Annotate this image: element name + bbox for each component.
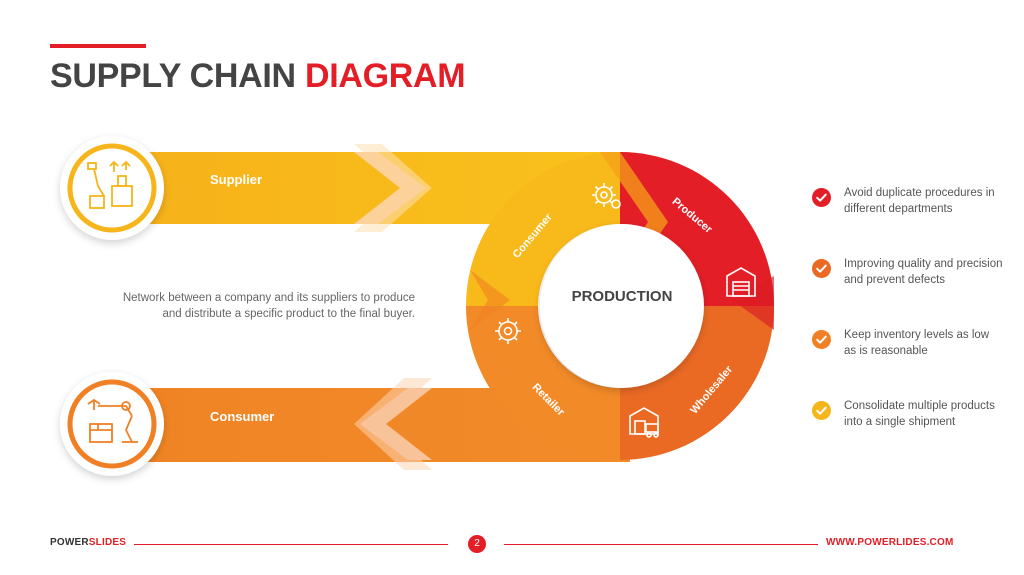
ring-segment-consumer <box>466 152 620 306</box>
top-chevron <box>354 152 426 224</box>
production-circle <box>540 224 704 388</box>
benefit-text: Improving quality and precision and prev… <box>844 258 1003 286</box>
supplier-label: Supplier <box>210 172 262 187</box>
ring-arrow-tip-left <box>470 270 510 330</box>
benefit-text: Avoid duplicate procedures in different … <box>844 187 995 215</box>
supplier-badge-ring <box>67 143 157 233</box>
ring-arrow-tip-right <box>732 276 774 330</box>
footer-brand-part-2: SLIDES <box>88 537 127 548</box>
footer-divider-left <box>134 544 448 545</box>
factory-robot-icon <box>87 398 138 443</box>
footer-brand-part-1: POWER <box>50 537 89 548</box>
center-label: PRODUCTION <box>572 288 673 305</box>
benefit-text: Consolidate multiple products into a sin… <box>844 400 995 428</box>
check-icon <box>812 330 831 349</box>
check-icon <box>812 259 831 278</box>
title-part-1: SUPPLY CHAIN <box>50 57 296 95</box>
consumer-label: Consumer <box>210 409 274 424</box>
title-accent-bar <box>50 44 146 48</box>
gear-icon <box>592 183 621 209</box>
check-icon <box>812 401 831 420</box>
check-icon <box>812 188 831 207</box>
benefit-text: Keep inventory levels as low as is reaso… <box>844 329 990 357</box>
gear-icon <box>495 318 521 344</box>
ring-segment-retailer <box>466 306 620 460</box>
footer-url: WWW.POWERLIDES.COM <box>826 537 954 548</box>
ring-segment-producer <box>620 152 774 306</box>
footer-brand: POWERSLIDES <box>50 537 126 548</box>
bottom-chevron <box>360 388 432 460</box>
supply-chain-diagram: PRODUCTION Supplier Consumer Consumer Pr… <box>60 136 774 476</box>
warehouse-truck-icon <box>629 407 659 438</box>
title-part-2: DIAGRAM <box>304 57 466 95</box>
page-number-badge: 2 <box>468 535 486 553</box>
page-title: SUPPLY CHAIN DIAGRAM <box>50 56 466 96</box>
consumer-badge-ring <box>67 379 157 469</box>
diagram-description: Network between a company and its suppli… <box>122 292 415 320</box>
warehouse-icon <box>726 267 756 297</box>
supplier-boxes-icon <box>87 160 133 209</box>
footer-divider-right <box>504 544 818 545</box>
